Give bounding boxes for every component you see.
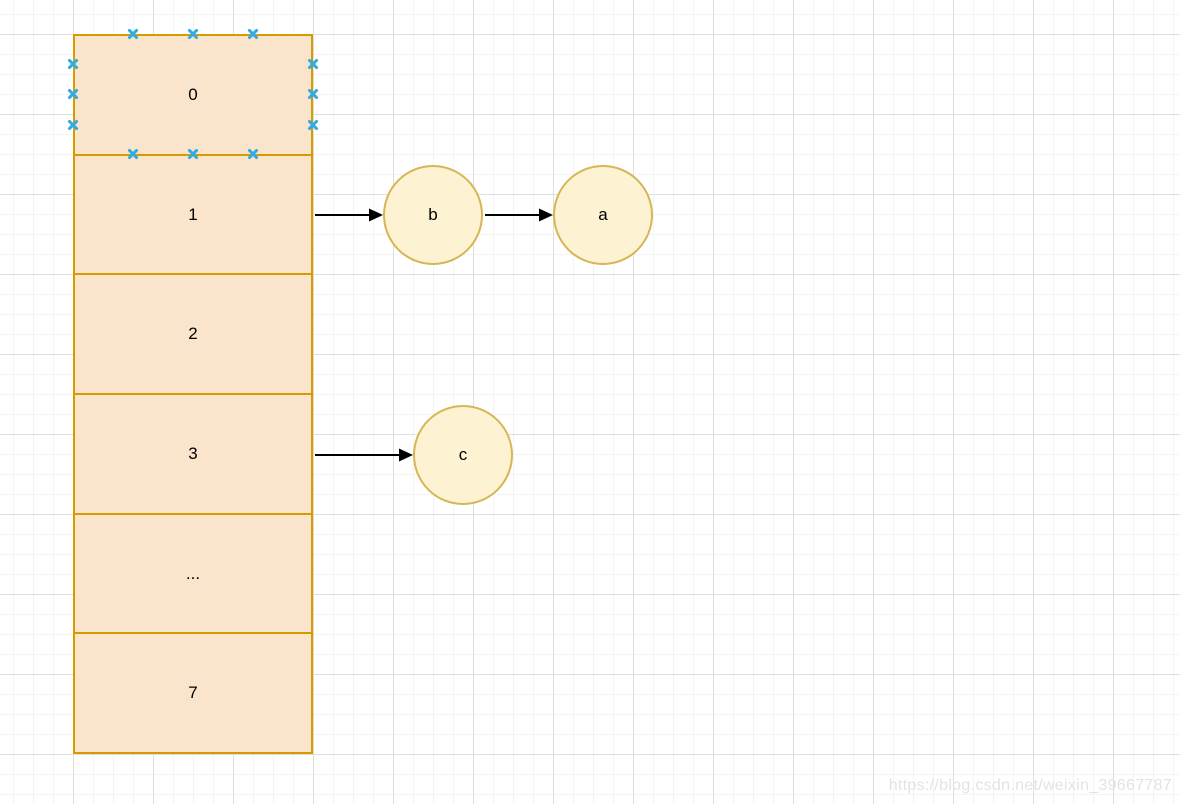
connection-point-icon[interactable]: [307, 88, 320, 101]
connection-point-icon[interactable]: [307, 119, 320, 132]
array-cell-ellipsis[interactable]: ...: [75, 512, 311, 633]
array-cell-2[interactable]: 2: [75, 273, 311, 393]
list-node-a-label: a: [598, 205, 608, 224]
array-cell-2-label: 2: [188, 324, 198, 344]
array-cell-7-label: 7: [188, 683, 198, 703]
array-cell-0-label: 0: [188, 84, 198, 104]
connection-point-icon[interactable]: [67, 58, 80, 71]
hash-array[interactable]: 0 1 2 3 ... 7: [73, 34, 313, 754]
array-cell-3-label: 3: [188, 443, 198, 463]
array-cell-1-label: 1: [188, 204, 198, 224]
list-node-c[interactable]: c: [413, 405, 513, 505]
watermark-url: https://blog.csdn.net/weixin_39667787: [888, 777, 1172, 794]
connection-point-icon[interactable]: [127, 148, 140, 161]
arrow-cell3-to-node-c[interactable]: [315, 448, 413, 462]
connection-point-icon[interactable]: [187, 148, 200, 161]
list-node-a[interactable]: a: [553, 165, 653, 265]
connection-point-icon[interactable]: [127, 28, 140, 41]
array-cell-ellipsis-label: ...: [185, 563, 201, 583]
arrow-cell1-to-node-b[interactable]: [315, 208, 383, 222]
connection-point-icon[interactable]: [247, 148, 260, 161]
arrow-node-b-to-node-a[interactable]: [485, 208, 553, 222]
list-node-b-label: b: [428, 205, 438, 224]
array-cell-1[interactable]: 1: [75, 153, 311, 274]
array-cell-3[interactable]: 3: [75, 393, 311, 513]
array-cell-7[interactable]: 7: [75, 632, 311, 752]
connection-point-icon[interactable]: [247, 28, 260, 41]
connection-point-icon[interactable]: [67, 88, 80, 101]
connection-point-icon[interactable]: [307, 58, 320, 71]
list-node-c-label: c: [458, 445, 468, 464]
list-node-b[interactable]: b: [383, 165, 483, 265]
connection-point-icon[interactable]: [67, 119, 80, 132]
connection-point-icon[interactable]: [187, 28, 200, 41]
array-cell-0[interactable]: 0: [75, 36, 311, 154]
